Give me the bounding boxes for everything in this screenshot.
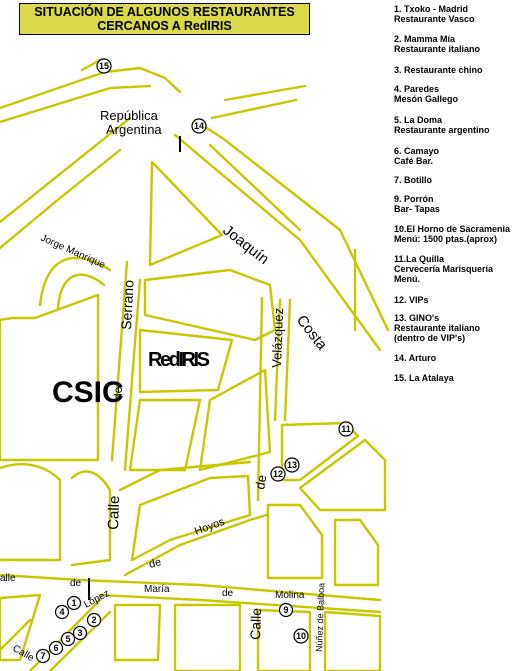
label-velazquez: Velázquez — [269, 308, 286, 368]
label-calle-3: Calle — [247, 607, 264, 640]
marker-14-label: 14 — [194, 121, 204, 131]
marker-10[interactable]: 10 — [293, 628, 309, 644]
legend-item: 10.El Horno de Sacramenia Menú: 1500 pta… — [394, 224, 511, 244]
marker-4[interactable]: 4 — [54, 604, 70, 620]
marker-6[interactable]: 6 — [48, 640, 64, 656]
legend-item: 3. Restaurante chino — [394, 65, 483, 75]
label-serrano: Serrano — [118, 279, 137, 330]
label-maria: María — [144, 584, 170, 595]
label-de-2: de — [148, 556, 163, 571]
marker-13-label: 13 — [287, 460, 297, 470]
label-republica-2: Argentina — [106, 122, 162, 137]
label-lopez: López — [82, 588, 111, 611]
marker-9[interactable]: 9 — [278, 602, 294, 618]
map-title-line-2: CERCANOS A RedIRIS — [97, 19, 232, 33]
marker-1-label: 1 — [71, 598, 76, 608]
legend-item: 7. Botillo — [394, 175, 432, 185]
legend-item: 6. Camayo Café Bar. — [394, 146, 440, 166]
marker-7-label: 7 — [40, 651, 45, 661]
legend-item: 11.La Quilla Cervecería Marisquería Menú… — [394, 254, 494, 284]
legend-item: 2. Mamma Mía Restaurante italiano — [394, 34, 481, 54]
label-jorge-manrique: Jorge Manrique — [39, 233, 107, 271]
marker-2[interactable]: 2 — [86, 612, 102, 628]
marker-7[interactable]: 7 — [35, 648, 51, 664]
marker-9-label: 9 — [283, 605, 288, 615]
label-alle: alle — [0, 573, 16, 584]
label-nunez-de-balboa: Núñez de Balboa — [314, 583, 326, 652]
marker-3[interactable]: 3 — [72, 625, 88, 641]
marker-12-label: 12 — [273, 469, 283, 479]
marker-15[interactable]: 15 — [96, 58, 112, 74]
label-molina: Molina — [275, 590, 305, 601]
legend-item: 1. Txoko - Madrid Restaurante Vasco — [394, 4, 475, 24]
marker-3-label: 3 — [77, 628, 82, 638]
restaurant-markers: 15 14 11 13 12 1 4 2 3 5 6 7 9 10 — [35, 58, 354, 664]
marker-10-label: 10 — [296, 631, 306, 641]
label-republica-1: República — [100, 108, 159, 123]
marker-11[interactable]: 11 — [338, 421, 354, 437]
label-rediris: RedIRIS — [148, 349, 210, 371]
label-joaquin: Joaquín — [220, 222, 273, 268]
marker-12[interactable]: 12 — [270, 466, 286, 482]
legend-item: 12. VIPs — [394, 295, 429, 305]
marker-11-label: 11 — [341, 424, 351, 434]
marker-13[interactable]: 13 — [284, 457, 300, 473]
marker-5[interactable]: 5 — [60, 631, 76, 647]
marker-15-label: 15 — [99, 61, 109, 71]
label-de-3: de — [252, 474, 269, 491]
legend-item: 4. Paredes Mesón Gallego — [394, 84, 459, 104]
legend-item: 5. La Doma Restaurante argentino — [394, 115, 490, 135]
map-title: SITUACIÓN DE ALGUNOS RESTAURANTES CERCAN… — [19, 3, 310, 35]
road-network — [0, 58, 390, 671]
marker-5-label: 5 — [65, 634, 70, 644]
label-csic: CSIC — [52, 376, 124, 409]
label-de-5: de — [222, 588, 234, 599]
label-costa: Costa — [293, 312, 331, 354]
legend-item: 14. Arturo — [394, 353, 437, 363]
marker-6-label: 6 — [53, 643, 58, 653]
legend-item: 15. La Atalaya — [394, 373, 454, 383]
legend-item: 13. GINO's Restaurante italiano (dentro … — [394, 313, 481, 343]
label-de-4: de — [70, 578, 82, 589]
label-calle-1: Calle — [105, 495, 123, 530]
marker-1[interactable]: 1 — [66, 595, 82, 611]
label-de-1: de — [111, 386, 125, 400]
marker-14[interactable]: 14 — [191, 118, 207, 134]
marker-2-label: 2 — [91, 615, 96, 625]
marker-4-label: 4 — [59, 607, 64, 617]
legend-item: 9. Porrón Bar- Tapas — [394, 194, 440, 214]
map-title-line-1: SITUACIÓN DE ALGUNOS RESTAURANTES — [34, 5, 295, 19]
